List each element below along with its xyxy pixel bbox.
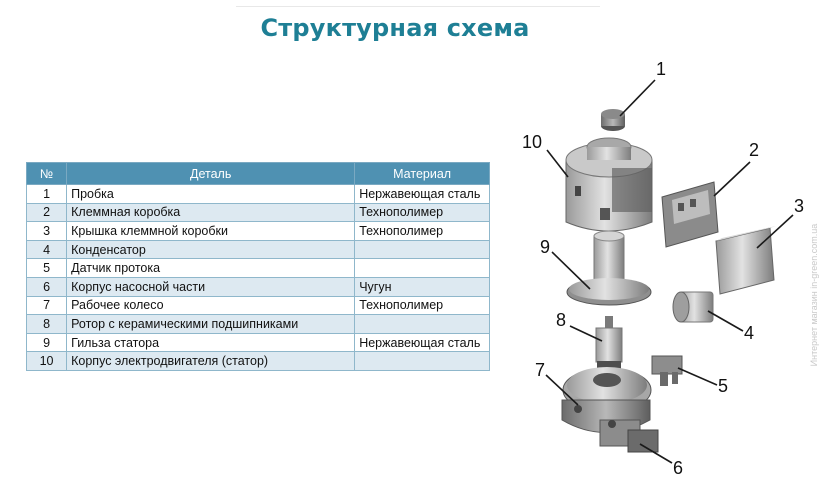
row-material: Нержавеющая сталь — [354, 332, 490, 353]
row-part: Рабочее колесо — [66, 295, 356, 316]
row-number: 3 — [25, 221, 68, 241]
motor-housing-part — [565, 137, 653, 232]
table-row: 7 Рабочее колесо Технополимер — [25, 295, 490, 316]
row-part: Гильза статора — [66, 332, 356, 353]
table-row: 2 Клеммная коробка Технополимер — [25, 202, 490, 223]
plug-part — [601, 109, 625, 131]
header-material: Материал — [354, 162, 490, 185]
row-part: Корпус насосной части — [66, 276, 356, 297]
row-material: Технополимер — [354, 202, 490, 223]
callout-10: 10 — [522, 132, 542, 152]
callout-7: 7 — [535, 360, 545, 380]
row-number: 1 — [25, 184, 68, 204]
row-material — [354, 239, 490, 260]
flow-sensor-part — [651, 355, 683, 386]
callout-4: 4 — [744, 323, 754, 343]
watermark-text: Интернет магазин in-green.com.ua — [809, 223, 819, 367]
row-number: 10 — [25, 351, 68, 371]
row-part: Пробка — [66, 184, 356, 204]
table-row: 10 Корпус электродвигателя (статор) — [25, 351, 490, 371]
table-row: 8 Ротор с керамическими подшипниками — [25, 314, 490, 334]
row-number: 5 — [25, 258, 68, 278]
terminal-box-part — [661, 181, 719, 248]
pump-body-part — [561, 399, 659, 453]
callout-6: 6 — [673, 458, 683, 478]
row-material — [354, 258, 490, 278]
row-material: Технополимер — [354, 295, 490, 316]
callout-9: 9 — [540, 237, 550, 257]
leader-lines — [545, 79, 794, 464]
header-number: № — [25, 162, 68, 185]
row-number: 2 — [25, 202, 68, 223]
row-part: Крышка клеммной коробки — [66, 221, 356, 241]
stator-sleeve-part — [566, 230, 652, 306]
row-number: 7 — [25, 295, 68, 316]
row-number: 9 — [25, 332, 68, 353]
table-row: 9 Гильза статора Нержавеющая сталь — [25, 332, 490, 353]
row-material — [354, 314, 490, 334]
callout-5: 5 — [718, 376, 728, 396]
parts-table: № Деталь Материал 1 Пробка Нержавеющая с… — [25, 162, 490, 371]
table-row: 4 Конденсатор — [25, 239, 490, 260]
pump-exploded-diagram: 1 2 3 4 5 6 7 8 9 10 — [522, 59, 804, 478]
row-material: Нержавеющая сталь — [354, 184, 490, 204]
row-part: Датчик протока — [66, 258, 356, 278]
row-part: Корпус электродвигателя (статор) — [66, 351, 356, 371]
rotor-part — [595, 316, 623, 373]
callout-1: 1 — [656, 59, 666, 79]
callout-2: 2 — [749, 140, 759, 160]
table-row: 5 Датчик протока — [25, 258, 490, 278]
row-number: 8 — [25, 314, 68, 334]
page-title: Структурная схема — [260, 14, 530, 42]
terminal-box-cover-part — [715, 226, 776, 295]
row-material: Технополимер — [354, 221, 490, 241]
callout-8: 8 — [556, 310, 566, 330]
row-part: Ротор с керамическими подшипниками — [66, 314, 356, 334]
row-part: Конденсатор — [66, 239, 356, 260]
row-material — [354, 351, 490, 371]
callout-3: 3 — [794, 196, 804, 216]
row-material: Чугун — [354, 276, 490, 297]
table-header-row: № Деталь Материал — [25, 162, 490, 185]
table-row: 1 Пробка Нержавеющая сталь — [25, 184, 490, 204]
row-number: 4 — [25, 239, 68, 260]
capacitor-part — [672, 291, 714, 323]
row-number: 6 — [25, 276, 68, 297]
top-divider — [236, 6, 600, 7]
row-part: Клеммная коробка — [66, 202, 356, 223]
table-row: 6 Корпус насосной части Чугун — [25, 276, 490, 297]
table-row: 3 Крышка клеммной коробки Технополимер — [25, 221, 490, 241]
header-part: Деталь — [66, 162, 356, 185]
